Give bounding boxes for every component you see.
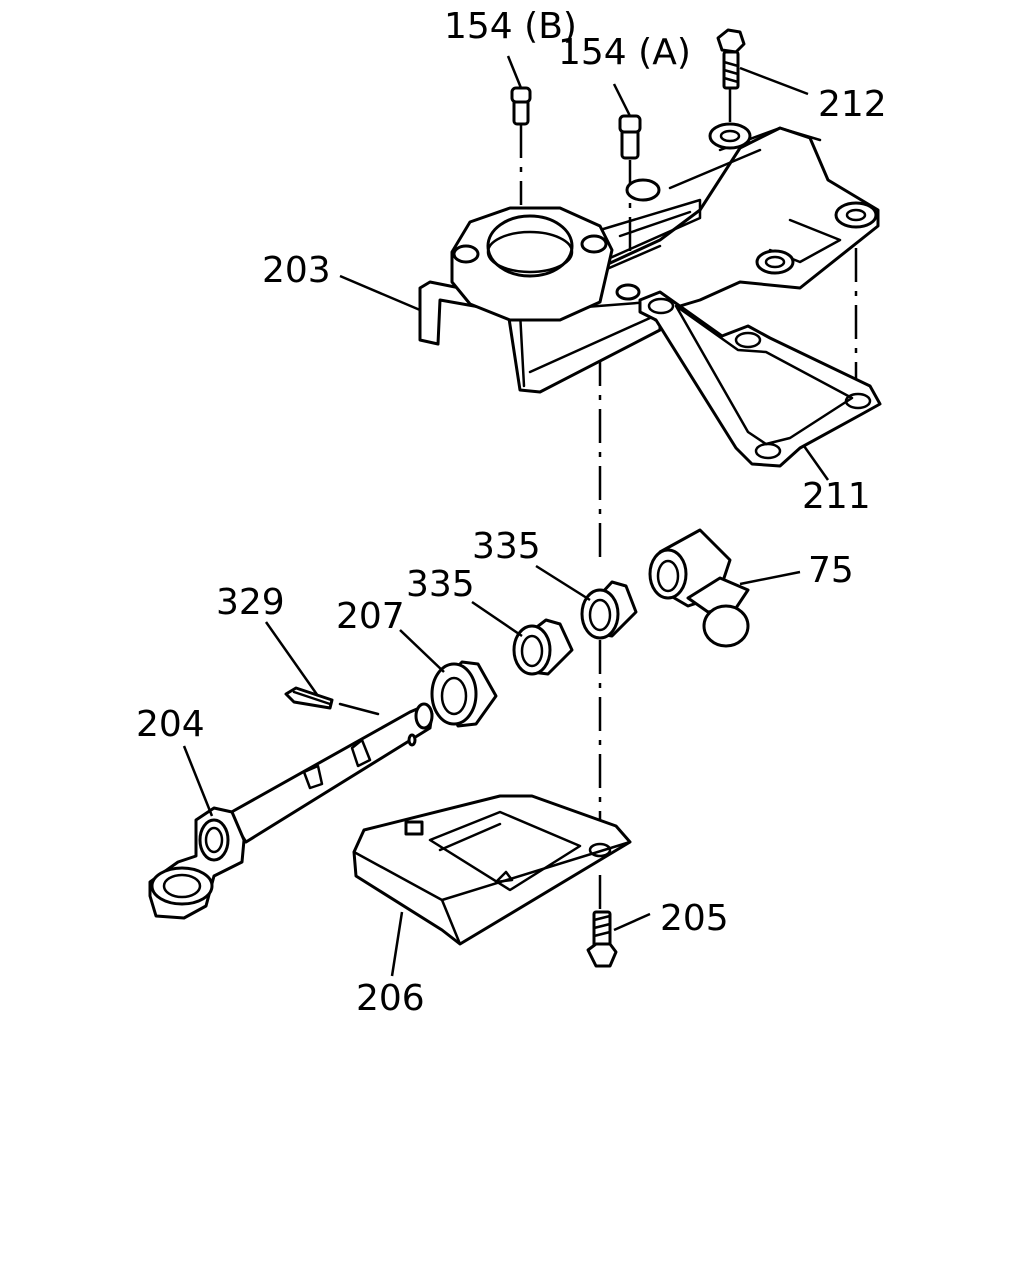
label-211: 211 bbox=[802, 476, 871, 517]
part-labels: 154 (B) 154 (A) 212 203 211 335 335 75 3… bbox=[136, 6, 887, 1019]
label-204: 204 bbox=[136, 704, 205, 745]
label-206: 206 bbox=[356, 978, 425, 1019]
part-212-bolt bbox=[716, 28, 746, 90]
part-335-lower-bushing bbox=[512, 618, 574, 676]
label-335-upper: 335 bbox=[472, 526, 541, 567]
part-207-bearing bbox=[430, 660, 498, 728]
label-75: 75 bbox=[808, 550, 854, 591]
label-203: 203 bbox=[262, 250, 331, 291]
leader-lines bbox=[182, 55, 830, 977]
label-335-lower: 335 bbox=[406, 564, 475, 605]
label-212: 212 bbox=[818, 84, 887, 125]
label-154b: 154 (B) bbox=[444, 6, 577, 47]
part-205-bolt bbox=[586, 910, 618, 968]
part-335-upper-bushing bbox=[580, 580, 638, 640]
label-154a: 154 (A) bbox=[558, 32, 691, 73]
part-329-roll-pin bbox=[284, 686, 380, 716]
part-204-shaft bbox=[148, 702, 434, 920]
part-206-housing bbox=[352, 794, 632, 946]
part-154b-pin bbox=[510, 86, 532, 126]
part-154a-pin bbox=[618, 114, 642, 160]
part-75-bracket bbox=[648, 528, 750, 648]
label-329: 329 bbox=[216, 582, 285, 623]
part-203-cover bbox=[418, 122, 880, 394]
part-211-gasket bbox=[638, 290, 882, 468]
label-205: 205 bbox=[660, 898, 729, 939]
label-207: 207 bbox=[336, 596, 405, 637]
